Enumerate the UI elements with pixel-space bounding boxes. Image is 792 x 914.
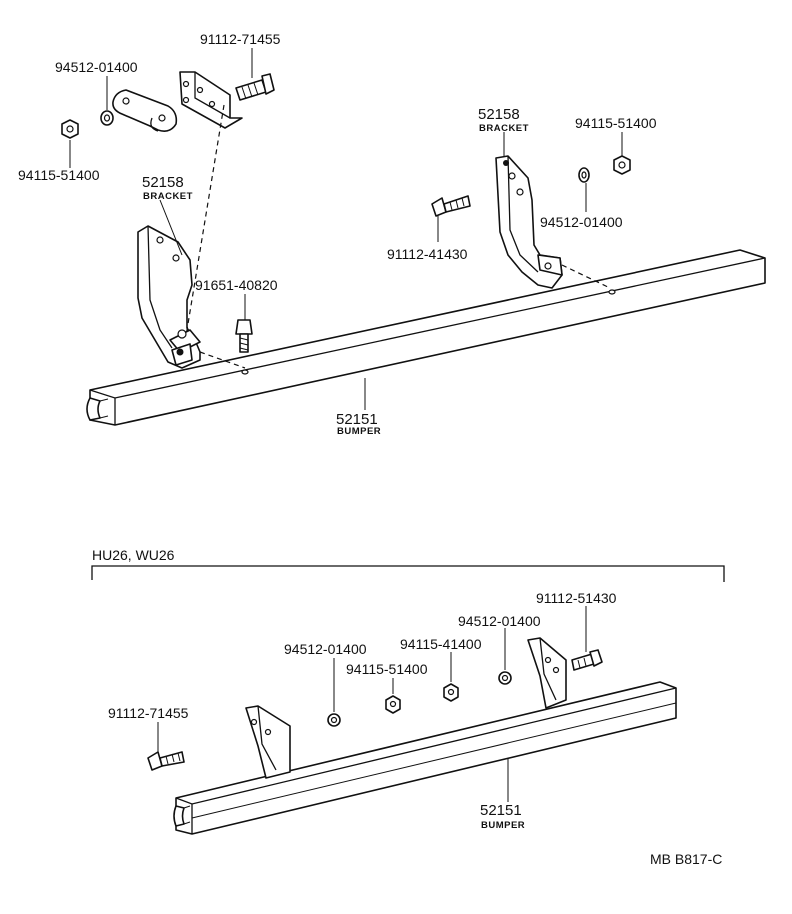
callout-94512-01400: 94512-01400 [540, 214, 623, 230]
bottom-nut-41400 [443, 683, 459, 702]
callout-bumper-label: BUMPER [337, 426, 381, 437]
callout-52151: 52151 [480, 802, 522, 819]
model-range-bracket [91, 565, 725, 582]
bottom-washer-right [498, 671, 512, 685]
top-washer-right [578, 167, 590, 183]
callout-94512-01400: 94512-01400 [55, 59, 138, 75]
callout-bracket-label: BRACKET [479, 123, 529, 134]
top-nut-left [61, 119, 79, 139]
callout-91112-71455: 91112-71455 [108, 705, 189, 721]
bottom-washer-left [327, 713, 341, 727]
callout-91651-40820: 91651-40820 [195, 277, 278, 293]
top-bolt-41430 [431, 195, 471, 217]
callout-94115-51400: 94115-51400 [346, 661, 428, 677]
callout-94115-51400: 94115-51400 [18, 167, 100, 183]
model-heading: HU26, WU26 [92, 547, 175, 563]
callout-94115-41400: 94115-41400 [400, 636, 482, 652]
top-left-bracket [137, 225, 201, 369]
callout-94512-01400: 94512-01400 [284, 641, 367, 657]
bottom-nut-51400 [385, 695, 401, 714]
top-hook-link [112, 89, 178, 132]
callout-94512-01400: 94512-01400 [458, 613, 541, 629]
top-bumper [86, 249, 766, 426]
top-nut-right [613, 155, 631, 175]
bottom-left-bracket [245, 705, 291, 779]
bottom-right-bracket [527, 637, 567, 709]
top-right-bracket [495, 155, 563, 289]
callout-91112-71455: 91112-71455 [200, 31, 281, 47]
diagram-code: MB B817-C [650, 851, 722, 867]
top-bolt-40820 [235, 319, 253, 353]
callout-52158: 52158 [142, 174, 184, 191]
top-bolt-71455 [235, 73, 275, 101]
callout-52151: 52151 [336, 411, 378, 428]
callout-bumper-label: BUMPER [481, 820, 525, 831]
bottom-bumper [173, 681, 677, 835]
bottom-bolt-71455 [147, 751, 185, 771]
callout-52158: 52158 [478, 106, 520, 123]
top-hinge-plate [179, 71, 243, 129]
bottom-bolt-51430 [571, 649, 603, 671]
callout-94115-51400: 94115-51400 [575, 115, 657, 131]
callout-91112-41430: 91112-41430 [387, 246, 468, 262]
top-washer-left [100, 110, 114, 126]
callout-91112-51430: 91112-51430 [536, 590, 617, 606]
callout-bracket-label: BRACKET [143, 191, 193, 202]
